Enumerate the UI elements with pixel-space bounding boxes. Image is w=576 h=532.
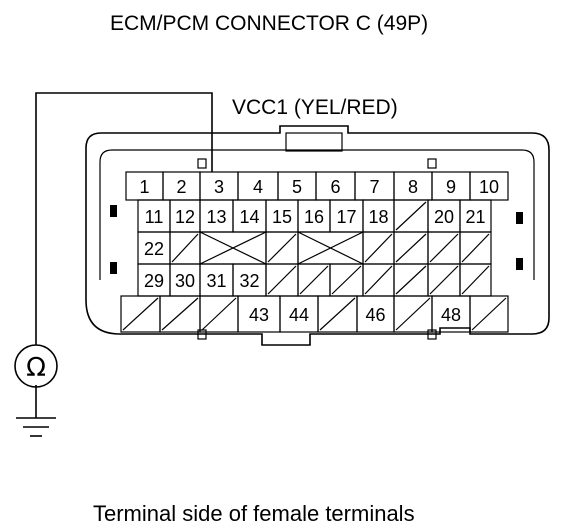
terminal-number: 3 (214, 177, 224, 197)
terminal-number: 32 (239, 271, 259, 291)
terminal-number: 4 (253, 177, 263, 197)
unused-cell-cross (199, 231, 267, 265)
terminal-number: 7 (369, 177, 379, 197)
unused-cell-slash (319, 297, 356, 331)
terminal-number: 22 (144, 239, 164, 259)
terminal-number: 5 (292, 177, 302, 197)
terminal-number: 21 (465, 207, 485, 227)
unused-cell-slash (471, 297, 507, 331)
ground-icon (16, 417, 56, 437)
terminal-number: 48 (441, 305, 461, 325)
terminal-number: 43 (249, 305, 269, 325)
top-latch (285, 132, 343, 152)
unused-cell-cross (297, 231, 364, 265)
unused-cell-slash (429, 233, 459, 263)
terminal-number: 2 (176, 177, 186, 197)
terminal-number: 11 (145, 207, 164, 227)
unused-cell-slash (161, 297, 199, 331)
unused-cell-slash (461, 233, 490, 263)
probe-wire (35, 92, 213, 345)
ohmmeter-icon: Ω (14, 344, 58, 388)
unused-cell-slash (267, 233, 297, 263)
ohmmeter-symbol: Ω (26, 353, 46, 383)
terminal-number: 1 (139, 177, 149, 197)
terminal-cell (469, 295, 509, 333)
unused-cell-slash (395, 265, 427, 295)
terminal-number: 13 (206, 207, 226, 227)
unused-cell-slash (267, 265, 297, 295)
terminal-number: 8 (408, 177, 418, 197)
unused-cell-slash (395, 201, 427, 231)
diagram-title: ECM/PCM CONNECTOR C (49P) (110, 12, 428, 35)
unused-cell-slash (299, 265, 329, 295)
diagram-caption: Terminal side of female terminals (93, 501, 415, 526)
key-left-upper (110, 205, 117, 217)
unused-cell-slash (171, 233, 199, 263)
key-left-lower (110, 262, 117, 274)
terminal-number: 18 (368, 207, 388, 227)
terminal-number: 12 (175, 207, 195, 227)
unused-cell-slash (395, 233, 427, 263)
unused-cell-slash (364, 233, 393, 263)
unused-cell-slash (331, 265, 362, 295)
unused-cell-slash (122, 297, 159, 331)
terminal-number: 29 (144, 271, 164, 291)
terminal-number: 10 (479, 177, 499, 197)
unused-cell-slash (461, 265, 490, 295)
key-right-upper (516, 212, 523, 224)
terminal-number: 44 (289, 305, 309, 325)
unused-cell-slash (201, 297, 237, 331)
wire-label: VCC1 (YEL/RED) (232, 96, 398, 119)
terminal-number: 17 (336, 207, 356, 227)
key-right-lower (516, 258, 523, 270)
terminal-number: 14 (239, 207, 259, 227)
tab-top-left (197, 158, 207, 169)
terminal-number: 16 (304, 207, 324, 227)
unused-cell-slash (395, 297, 431, 331)
terminal-number: 15 (272, 207, 292, 227)
terminal-number: 31 (206, 271, 226, 291)
terminal-number: 9 (446, 177, 456, 197)
tab-top-right (427, 158, 437, 169)
connector-housing (85, 125, 550, 346)
terminal-number: 46 (365, 305, 385, 325)
terminal-number: 30 (175, 271, 195, 291)
terminal-number: 6 (330, 177, 340, 197)
unused-cell-slash (429, 265, 459, 295)
terminal-number: 20 (434, 207, 454, 227)
unused-cell-slash (364, 265, 393, 295)
